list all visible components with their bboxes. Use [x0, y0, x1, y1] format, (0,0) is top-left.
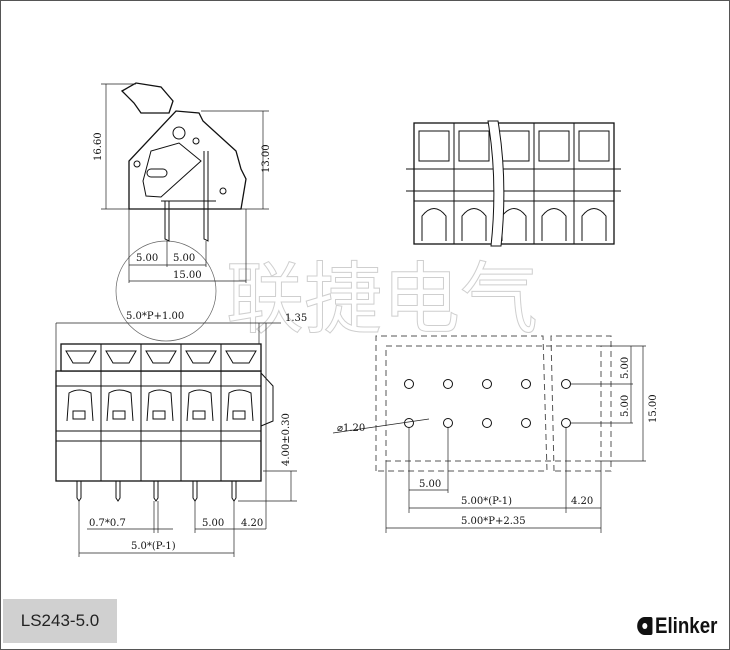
front-view: 5.0*P+1.00 1.35 4.00±0.30 0.7*0.7 5.00 4…	[55, 311, 307, 557]
dim-front-span: 5.0*(P-1)	[131, 541, 176, 552]
dim-row-pitch-b: 5.00	[620, 395, 631, 417]
dim-hole-diameter: ⌀1.20	[337, 423, 365, 434]
dim-front-width: 5.0*P+1.00	[126, 311, 184, 322]
dim-pcb-span: 5.00*(P-1)	[461, 496, 512, 507]
svg-text:联捷电气: 联捷电气	[226, 255, 538, 345]
brand-name: Elinker	[654, 613, 717, 638]
dim-row-pitch-a: 5.00	[620, 357, 631, 379]
elinker-logo-icon	[636, 617, 653, 635]
model-number-label: LS243-5.0	[3, 599, 117, 643]
dim-pcb-depth: 15.00	[648, 394, 659, 423]
dim-pin-section: 0.7*0.7	[89, 518, 126, 529]
side-view: 16.60 13.00 5.00 5.00 15.00	[93, 82, 272, 283]
pcb-layout: ⌀1.20 5.00 5.00 15.00 5.00 5.00*(P-1) 4.…	[332, 335, 659, 533]
dim-offset-right: 1.35	[285, 313, 307, 324]
dim-depth: 15.00	[173, 270, 202, 281]
dim-pitch-b: 5.00	[173, 253, 195, 264]
top-view	[406, 120, 621, 247]
pcb-holes	[404, 379, 571, 428]
brand-logo: Elinker	[636, 613, 717, 639]
dim-front-pitch: 5.00	[202, 518, 224, 529]
dim-height-total: 16.60	[93, 132, 104, 161]
dim-pcb-pitch: 5.00	[419, 479, 441, 490]
dim-pitch-a: 5.00	[136, 253, 158, 264]
dim-pcb-total-width: 5.00*P+2.35	[461, 516, 526, 527]
dim-front-edge: 4.20	[241, 518, 263, 529]
dim-pcb-edge: 4.20	[571, 496, 593, 507]
dim-pin-length: 4.00±0.30	[281, 413, 292, 466]
watermark: 联捷电气	[115, 240, 539, 346]
dim-height-body: 13.00	[261, 144, 272, 173]
